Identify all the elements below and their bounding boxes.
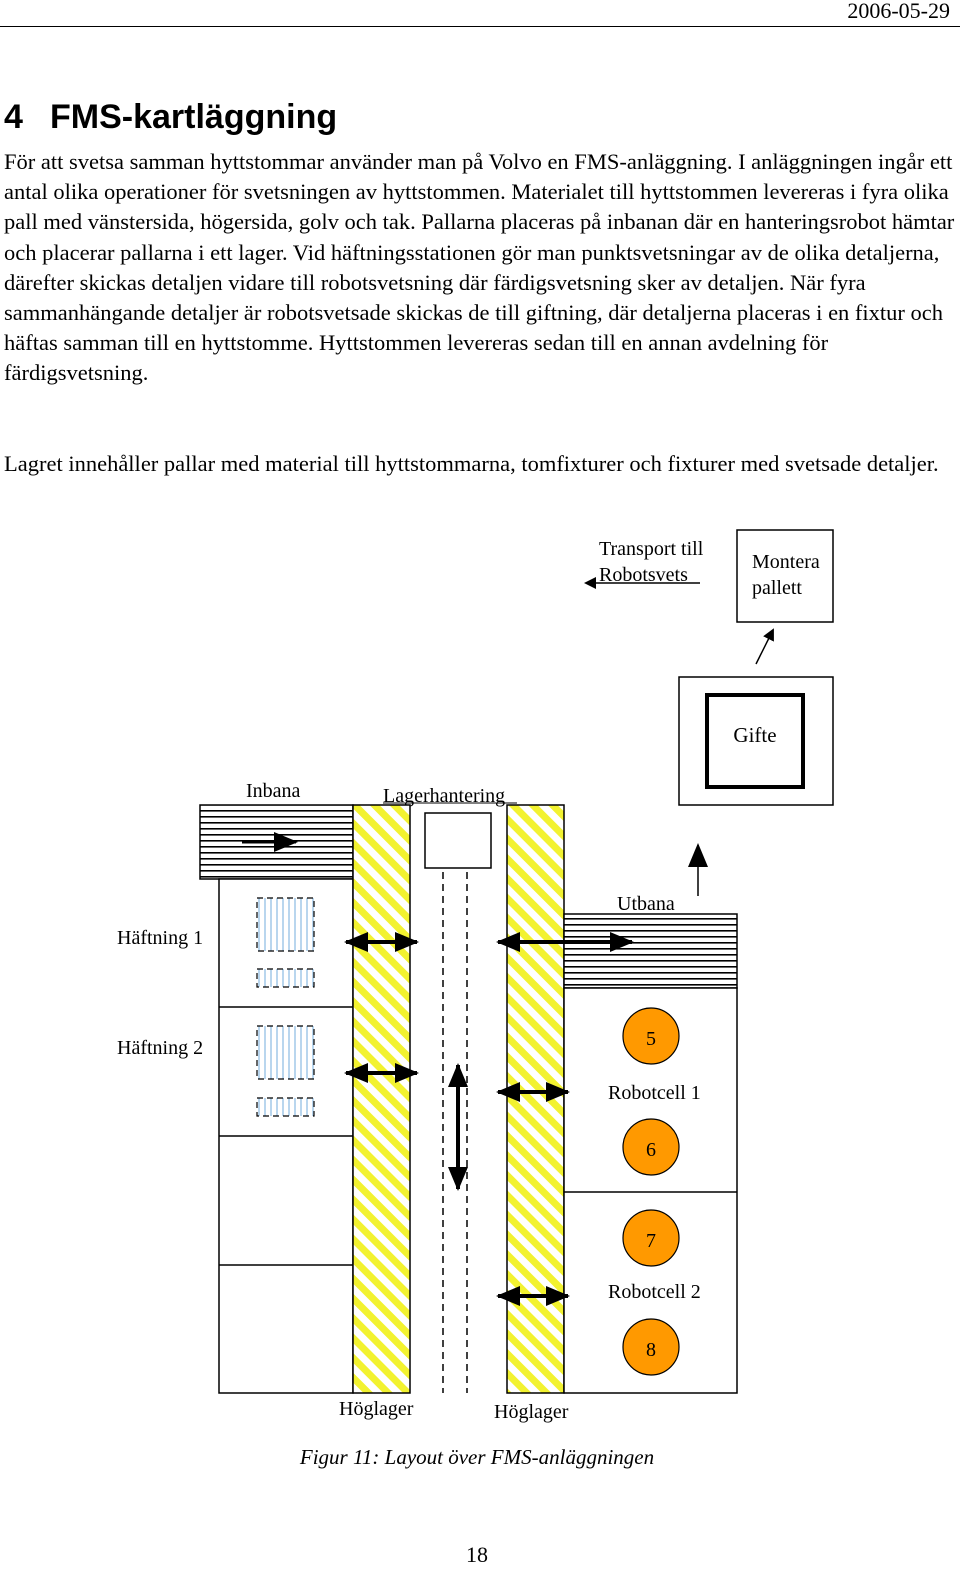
hoglager-right-label: Höglager [494, 1401, 569, 1423]
robot-5: 5 [622, 1007, 680, 1065]
haftning1-label: Häftning 1 [117, 927, 203, 949]
utbana-label: Utbana [617, 893, 675, 915]
section-title: FMS-kartläggning [50, 98, 338, 136]
lagerhantering-label: Lagerhantering [383, 785, 505, 807]
gifte-label: Gifte [733, 723, 776, 747]
robot-7: 7 [622, 1209, 680, 1267]
lagerhantering-robot [424, 812, 492, 869]
haftning1-fixture-a [256, 897, 315, 952]
montera-arrow [755, 628, 774, 665]
svg-text:6: 6 [646, 1139, 656, 1161]
svg-text:5: 5 [646, 1028, 656, 1050]
inbana-label: Inbana [246, 780, 301, 802]
montera-label-line1: Montera [752, 551, 820, 573]
header-rule [0, 26, 960, 27]
header-date: 2006-05-29 [847, 0, 950, 23]
hoglager-right-rack [506, 804, 565, 1394]
page-number: 18 [466, 1542, 488, 1567]
transport-label-line2: Robotsvets [599, 564, 688, 586]
figure-caption: Figur 11: Layout över FMS-anläggningen [299, 1445, 655, 1469]
haftning2-fixture-b [256, 1097, 315, 1117]
utbana-conveyor [563, 913, 738, 989]
robotcell2-label: Robotcell 2 [608, 1281, 701, 1303]
fms-layout-figure: Transport till Robotsvets Montera pallet… [117, 529, 834, 1423]
gifte-inner-box [705, 693, 805, 789]
robotcell1-label: Robotcell 1 [608, 1082, 701, 1104]
montera-pallett-box [736, 529, 834, 623]
body-paragraph-1: För att svetsa samman hyttstommar använd… [4, 149, 955, 386]
svg-text:7: 7 [646, 1230, 656, 1252]
montera-label-line2: pallett [752, 577, 802, 599]
haftning2-label: Häftning 2 [117, 1037, 203, 1059]
section-number: 4 [4, 98, 23, 136]
body-paragraph-2: Lagret innehåller pallar med material ti… [4, 451, 939, 476]
robot-6: 6 [622, 1118, 680, 1176]
robot-8: 8 [622, 1318, 680, 1376]
haftning2-fixture-a [256, 1025, 315, 1080]
transport-label: Transport till Robotsvets [599, 538, 704, 586]
hoglager-left-rack [352, 804, 411, 1394]
transport-label-line1: Transport till [599, 538, 704, 560]
section-heading: 4 FMS-kartläggning [4, 98, 337, 137]
svg-text:8: 8 [646, 1339, 656, 1361]
hoglager-left-label: Höglager [339, 1398, 414, 1420]
haftning1-fixture-b [256, 968, 315, 988]
